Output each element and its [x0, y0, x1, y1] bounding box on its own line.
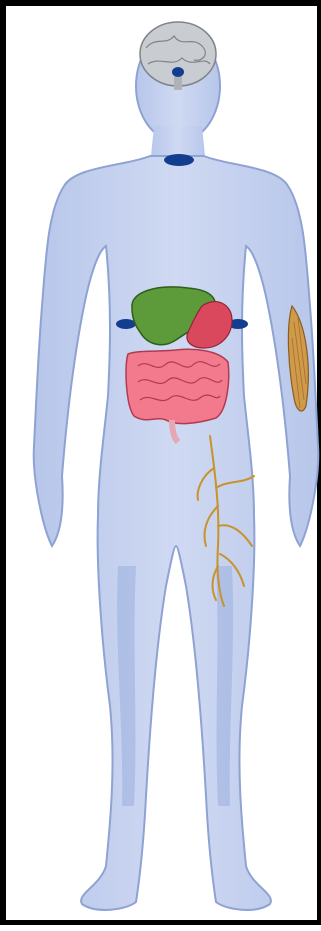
thyroid-gland: [164, 154, 194, 166]
adrenal-gland-left: [116, 319, 136, 329]
anatomy-illustration: [6, 6, 321, 931]
torso: [34, 156, 319, 910]
pituitary-gland: [172, 67, 184, 77]
